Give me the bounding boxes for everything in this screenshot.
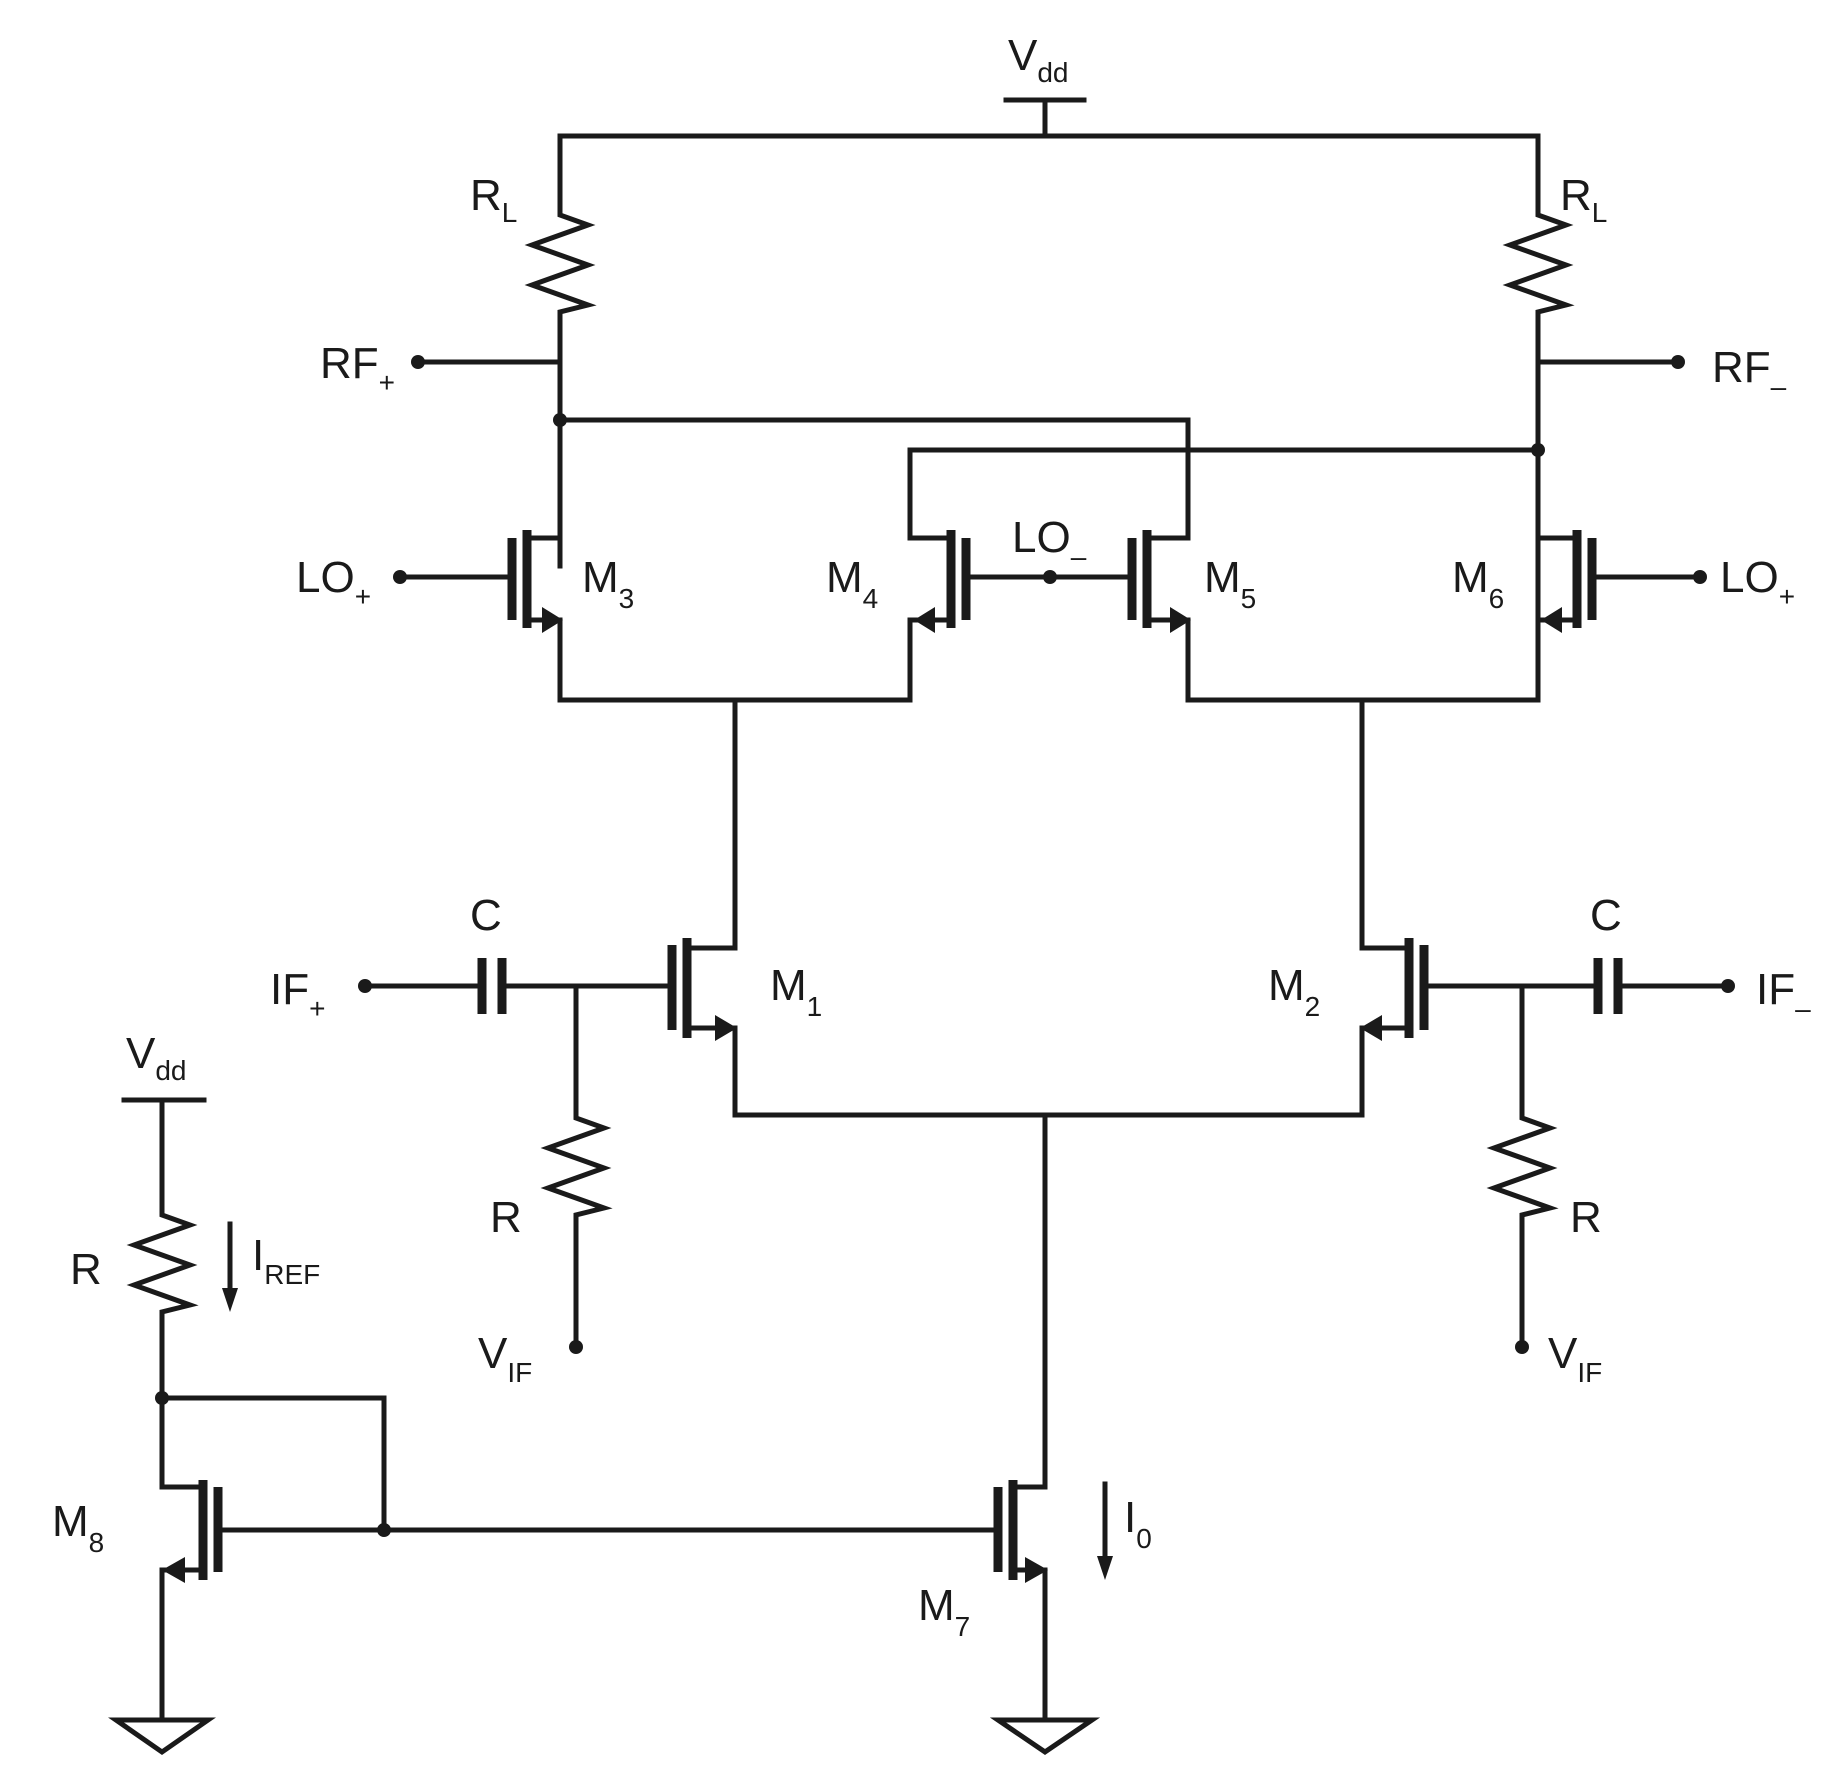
vdd-left-label: Vdd	[126, 1029, 187, 1086]
lo-plus-right-terminal	[1693, 570, 1707, 584]
capacitor-c-right	[1593, 958, 1623, 1014]
m8-label: M8	[52, 1497, 104, 1558]
if-minus-label: IF–	[1756, 965, 1811, 1024]
rf-plus-terminal	[411, 355, 425, 369]
transistor-m5	[1047, 530, 1191, 703]
if-minus-terminal	[1721, 979, 1735, 993]
transistor-m8	[159, 1395, 999, 1723]
rf-minus-label: RF–	[1712, 343, 1787, 402]
i0-arrow	[1097, 1481, 1113, 1580]
junction-dot-rfplus	[553, 413, 567, 427]
r-left-label: R	[490, 1193, 522, 1242]
m7-label: M7	[918, 1581, 970, 1642]
m3-label: M3	[582, 553, 634, 614]
i0-label: I0	[1124, 1493, 1152, 1554]
transistor-m3	[397, 530, 563, 703]
rl-left-label: RL	[470, 171, 517, 228]
capacitor-c-left	[477, 958, 507, 1014]
m2-label: M2	[1268, 961, 1320, 1022]
cross-wire-m5-drain	[557, 417, 1191, 541]
resistor-r-right	[1486, 983, 1559, 1350]
iref-label: IREF	[252, 1231, 320, 1290]
resistor-r-left	[540, 983, 613, 1350]
lo-minus-label: LO–	[1012, 513, 1087, 572]
m1-label: M1	[770, 961, 822, 1022]
r-right-label: R	[1570, 1193, 1602, 1242]
m4-label: M4	[826, 553, 878, 614]
r-bias-label: R	[70, 1245, 102, 1294]
vdd-top-terminal	[1003, 97, 1087, 139]
rl-right-label: RL	[1560, 171, 1607, 228]
m6-label: M6	[1452, 553, 1504, 614]
resistor-r-bias	[126, 1097, 199, 1401]
if-plus-terminal	[358, 979, 372, 993]
vdd-top-label: Vdd	[1008, 31, 1069, 88]
c-right-label: C	[1590, 891, 1622, 940]
lo-minus-terminal	[1043, 570, 1057, 584]
ground-left-symbol	[108, 1717, 216, 1756]
transistor-m6	[1535, 530, 1703, 633]
vif-left-terminal	[569, 1340, 583, 1354]
m8-diode-connection	[159, 1395, 387, 1533]
resistor-rl-right	[1502, 133, 1575, 703]
rf-minus-terminal	[1671, 355, 1685, 369]
iref-arrow	[222, 1221, 238, 1312]
resistor-rl-left	[524, 133, 597, 569]
transistor-m2	[1359, 935, 1525, 1118]
lo-plus-left-label: LO+	[296, 553, 371, 612]
transistor-m1	[573, 935, 738, 1118]
cross-wire-m4-drain	[907, 447, 1541, 541]
if-plus-label: IF+	[270, 965, 325, 1024]
vif-right-terminal	[1515, 1340, 1529, 1354]
lo-plus-right-label: LO+	[1720, 553, 1795, 612]
junction-dot-rfminus	[1531, 443, 1545, 457]
m5-label: M5	[1204, 553, 1256, 614]
c-left-label: C	[470, 891, 502, 940]
rf-plus-label: RF+	[320, 339, 395, 398]
transistor-m4	[907, 530, 1053, 703]
lo-plus-left-terminal	[393, 570, 407, 584]
vif-right-label: VIF	[1548, 1329, 1602, 1388]
ground-right-symbol	[989, 1717, 1101, 1756]
transistor-m7	[993, 1480, 1048, 1723]
vif-left-label: VIF	[478, 1329, 532, 1388]
